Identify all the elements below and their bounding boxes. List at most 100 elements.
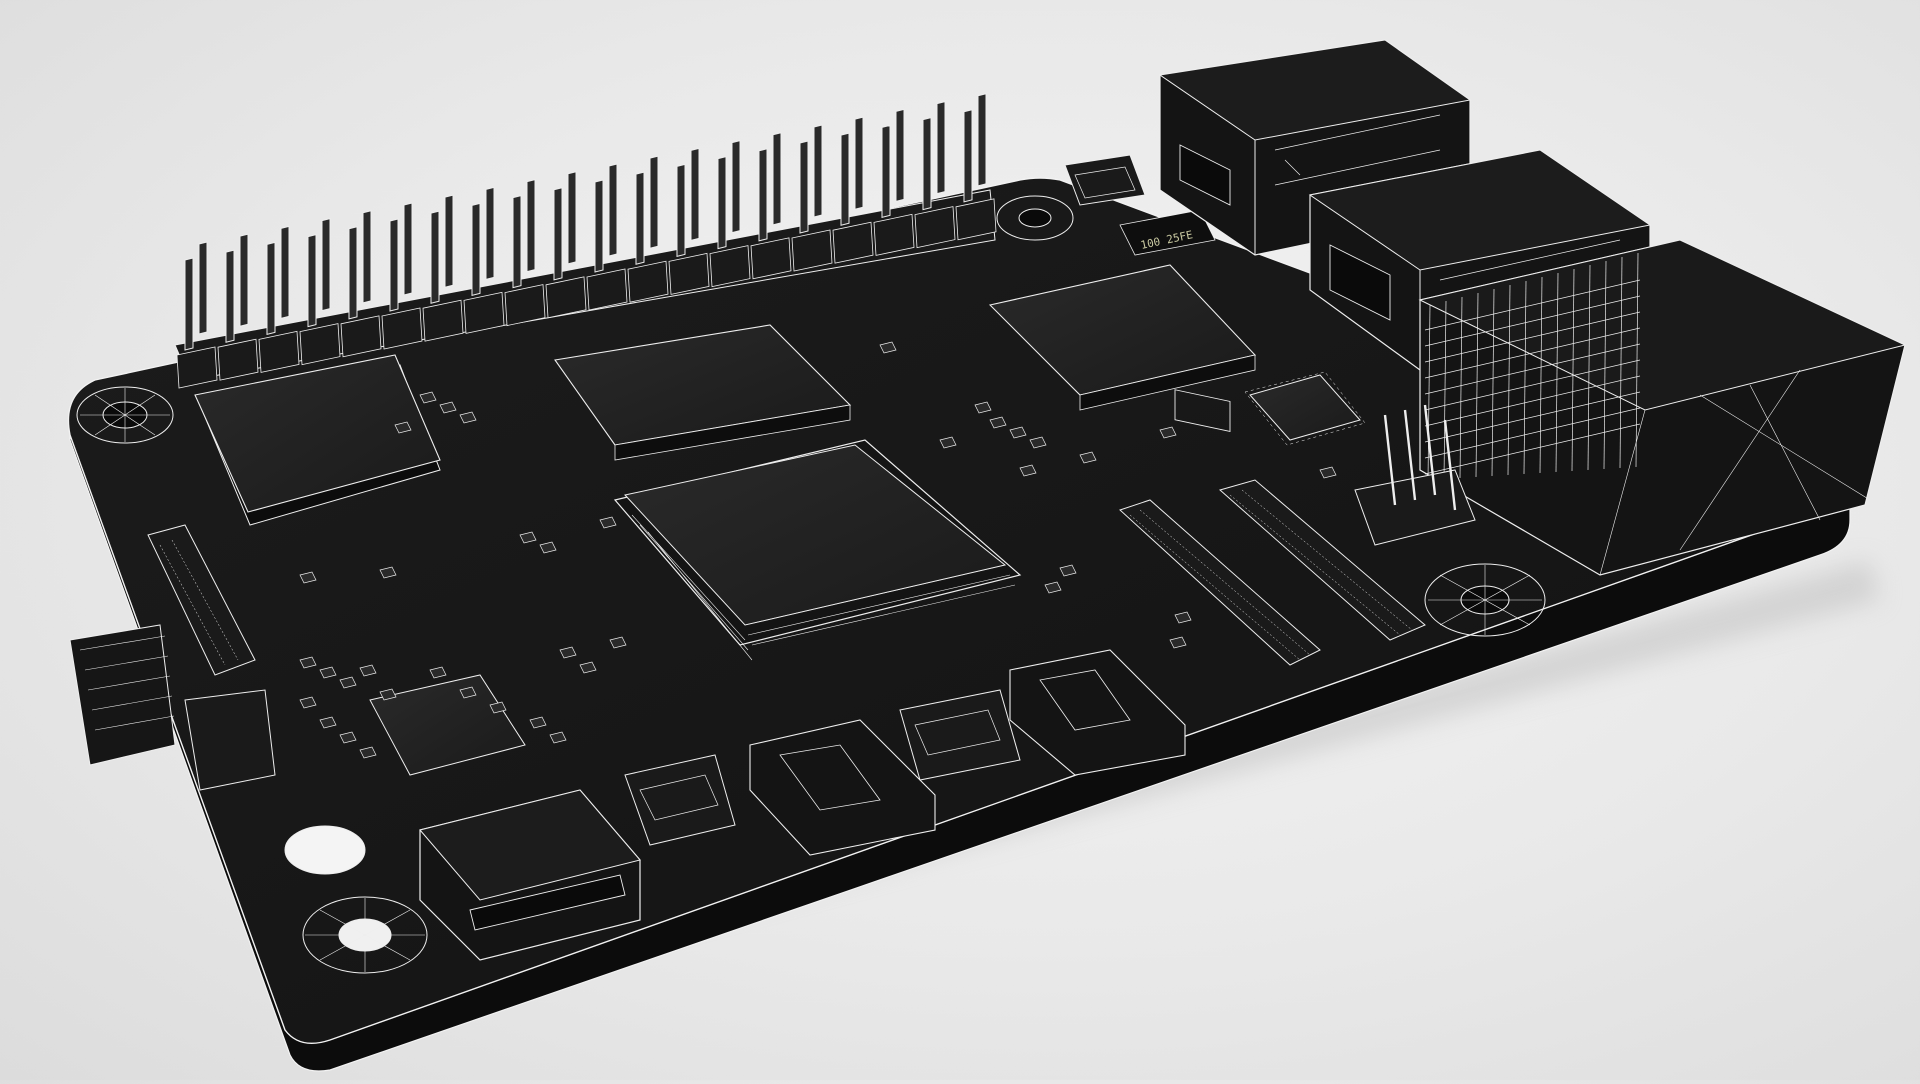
smd-component [1169, 636, 1187, 649]
gpio-pin [348, 226, 358, 320]
poe-header [1354, 404, 1476, 546]
ethernet-shield-line [1555, 272, 1559, 473]
smd-component [459, 686, 477, 699]
gpio-pin [389, 218, 399, 312]
smd-component [549, 731, 567, 744]
smd-component [429, 666, 447, 679]
microsd-slot [69, 624, 276, 791]
smd-component [339, 676, 357, 689]
gpio-pin [362, 210, 372, 304]
gpio-pin-housing [463, 291, 505, 334]
gpio-pin-housing [914, 206, 956, 249]
gpio-pin [649, 155, 659, 249]
gpio-pin [512, 194, 522, 289]
gpio-pin [526, 178, 536, 273]
micro-hdmi-port-1 [749, 719, 936, 856]
gpio-pin [936, 100, 946, 195]
gpio-pin-housing [340, 315, 382, 358]
gpio-pin-housing [586, 268, 628, 311]
smd-component [989, 416, 1007, 429]
labelled-chip: 100 25FE [1119, 209, 1216, 256]
smd-component [1044, 581, 1062, 594]
smd-component [599, 516, 617, 529]
gpio-pin-housing [627, 260, 669, 303]
smd-component [1319, 466, 1337, 479]
gpio-pin [430, 210, 440, 304]
gpio-pin [635, 171, 645, 265]
ethernet-shield-line [1424, 327, 1641, 379]
gpio-pin [717, 155, 727, 250]
gpio-pin-housing [217, 338, 259, 381]
smd-component [439, 401, 457, 414]
mounting-hole-top-left [76, 386, 174, 444]
gpio-pin-housing [791, 229, 833, 272]
gpio-pin-housing [709, 245, 751, 288]
gpio-pin [854, 116, 864, 210]
gpio-pin-housing [422, 299, 464, 342]
gpio-pin [963, 109, 973, 203]
gpio-pin [321, 217, 331, 312]
smd-component [974, 401, 992, 414]
ethernet-shield-line [1491, 288, 1495, 477]
gpio-pin [184, 257, 194, 351]
micro-hdmi-port-2 [1009, 649, 1186, 776]
smd-component [1174, 611, 1192, 624]
smd-component [339, 731, 357, 744]
ethernet-shield-line [1424, 359, 1641, 411]
smd-component [609, 636, 627, 649]
power-controller-chip [369, 674, 526, 776]
gpio-pin [567, 171, 577, 265]
smd-component [529, 716, 547, 729]
ethernet-shield-line [1635, 252, 1639, 468]
gpio-pin [403, 202, 413, 296]
battery-connector [899, 689, 1021, 781]
gpio-pin [239, 233, 249, 327]
smd-component [559, 646, 577, 659]
display-connector [147, 524, 256, 676]
gpio-pin [690, 147, 700, 242]
smd-component [1029, 436, 1047, 449]
ethernet-shield-line [1424, 407, 1641, 459]
smd-component [1079, 451, 1097, 464]
ethernet-shield-line [1424, 279, 1641, 331]
smd-component [359, 664, 377, 677]
ethernet-shield-line [1424, 295, 1641, 347]
smd-component [379, 688, 397, 701]
gpio-pin [307, 233, 317, 328]
gpio-pin-housing [668, 252, 710, 295]
gpio-pin-housing [299, 323, 341, 366]
smd-component [394, 421, 412, 434]
gpio-pin [799, 140, 809, 234]
gpio-pin [813, 124, 823, 218]
gpio-pin-housing [832, 221, 874, 264]
mounting-hole-top-right [996, 195, 1074, 241]
pmic-chip [194, 354, 441, 526]
smd-component [379, 566, 397, 579]
gpio-pin [881, 124, 891, 219]
soc-chip [613, 439, 1022, 661]
ethernet-controller-chip [1244, 371, 1366, 446]
ethernet-shield-line [1571, 268, 1575, 472]
gpio-pin-housing [750, 237, 792, 280]
ethernet-jack [1418, 239, 1907, 576]
gpio-pin [594, 179, 604, 273]
ethernet-shield-line [1424, 375, 1641, 427]
gpio-pin [444, 194, 454, 288]
ethernet-shield-line [1523, 280, 1527, 475]
smd-component [939, 436, 957, 449]
smd-component [419, 391, 437, 404]
smd-component [299, 656, 317, 669]
smd-component [1009, 426, 1027, 439]
gpio-pin [485, 186, 495, 281]
smd-component [359, 746, 377, 759]
camera-connector-1 [1119, 499, 1321, 666]
mounting-hole-bottom-left [302, 896, 428, 974]
ethernet-shield-line [1427, 304, 1431, 481]
ethernet-shield-line [1507, 284, 1511, 476]
gpio-pin [895, 108, 905, 203]
ethernet-shield-line [1603, 260, 1607, 470]
smd-component [299, 571, 317, 584]
smd-component [489, 701, 507, 714]
camera-connector-2 [1218, 479, 1426, 641]
uart-connector [624, 754, 736, 846]
